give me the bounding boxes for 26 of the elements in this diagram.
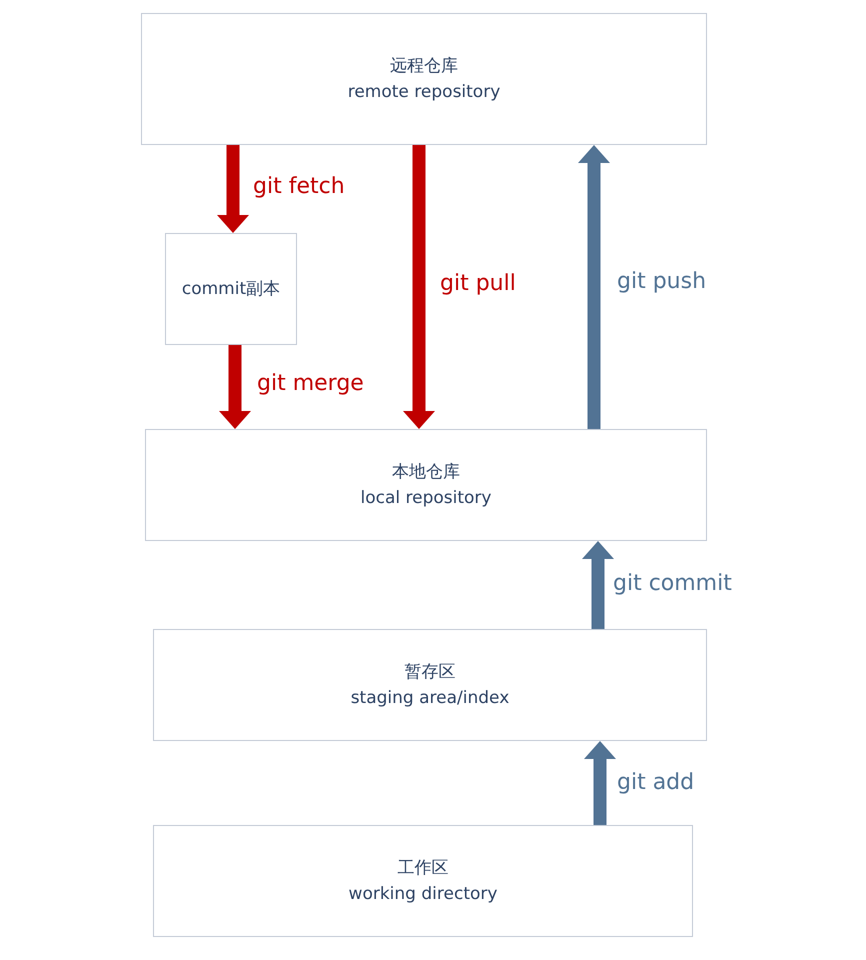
arrow	[584, 741, 616, 825]
box-subtitle: remote repository	[348, 81, 500, 104]
arrow	[219, 345, 251, 429]
process-box	[141, 13, 707, 145]
box-title: 远程仓库	[390, 55, 458, 78]
box-subtitle: staging area/index	[350, 687, 510, 710]
arrow	[578, 145, 610, 429]
edge-label: git merge	[257, 370, 364, 398]
arrow	[403, 145, 435, 429]
box-subtitle: local repository	[360, 487, 492, 510]
box-title: 暂存区	[404, 661, 456, 684]
process-box	[145, 429, 707, 541]
edge-label: git add	[617, 769, 694, 797]
box-title: 本地仓库	[392, 461, 460, 484]
edge-label: git push	[617, 268, 706, 296]
edge-label: git fetch	[253, 173, 345, 201]
edge-label: git pull	[440, 270, 516, 298]
box-title: commit副本	[182, 278, 280, 301]
process-box	[153, 825, 693, 937]
box-subtitle: working directory	[348, 883, 498, 906]
process-box	[165, 233, 297, 345]
arrow	[217, 145, 249, 233]
process-box	[153, 629, 707, 741]
edge-label: git commit	[613, 570, 732, 598]
box-title: 工作区	[398, 857, 448, 880]
arrow	[582, 541, 614, 629]
